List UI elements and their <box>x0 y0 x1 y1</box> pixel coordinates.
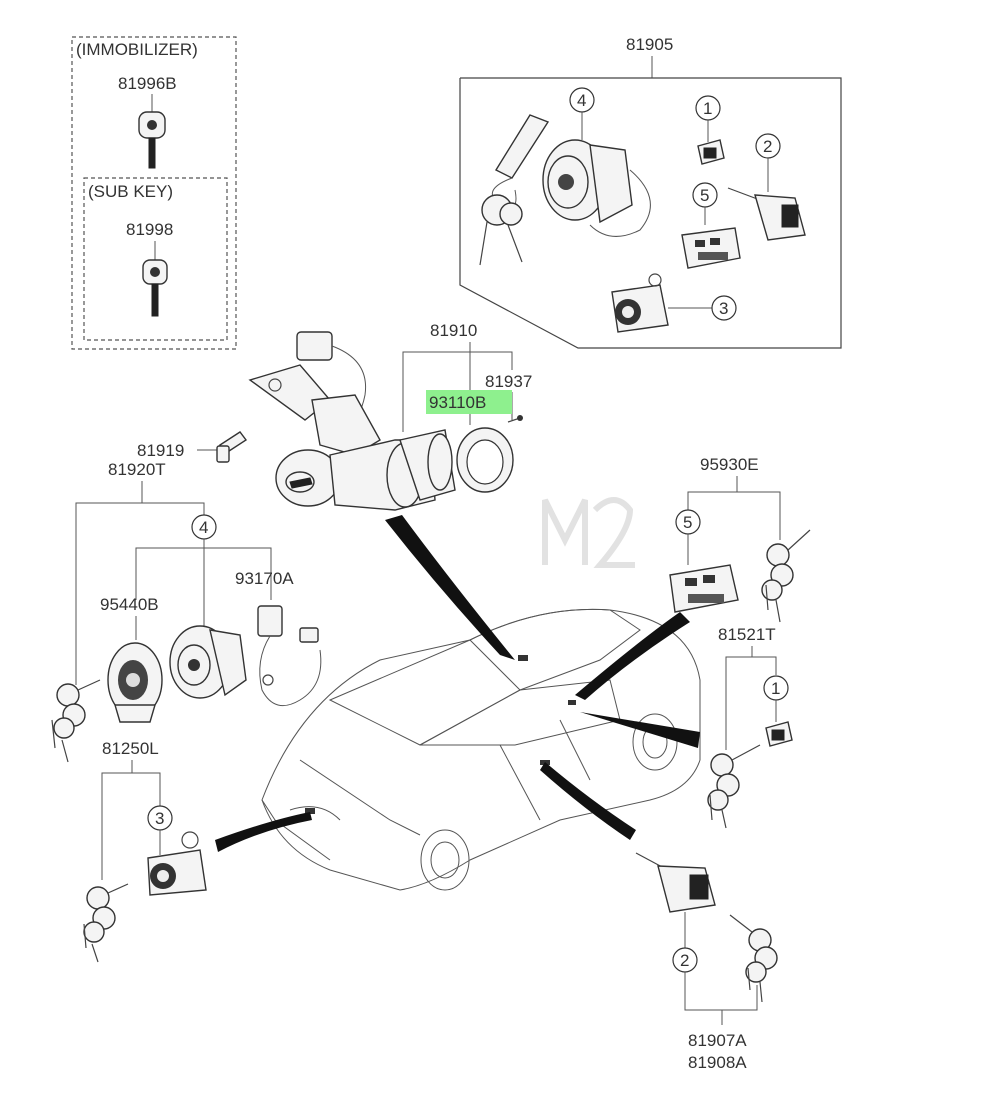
sedan-car-illustration <box>261 608 701 891</box>
immobilizer-antenna-ring-icon <box>107 642 163 723</box>
bolt-icon <box>216 431 248 463</box>
ignition-lock-cylinder-icon <box>479 114 651 266</box>
part-label-81998[interactable]: 81998 <box>126 220 173 239</box>
ignition-assembly-81910: 81910 81937 93110B <box>248 321 532 511</box>
part-label-95440B[interactable]: 95440B <box>100 595 159 614</box>
callout-3-kit: 3 <box>719 299 728 318</box>
immobilizer-key-icon <box>138 111 166 169</box>
small-cylinder-icon <box>697 139 725 165</box>
part-label-81937[interactable]: 81937 <box>485 372 532 391</box>
callout-5-kit: 5 <box>700 186 709 205</box>
callout-1-kit: 1 <box>703 99 712 118</box>
lock-kit-81905: 81905 4 1 2 <box>459 35 842 349</box>
callout-2-set: 2 <box>680 951 689 970</box>
door-lock-81907A-81908A: 2 81907A 81908A <box>635 852 778 1072</box>
part-label-95930E[interactable]: 95930E <box>700 455 759 474</box>
switch-95930E: 95930E 5 <box>669 455 811 623</box>
ignition-cylinder-icon <box>169 625 247 699</box>
part-label-81920T[interactable]: 81920T <box>108 460 166 479</box>
sub-key-icon <box>142 259 168 317</box>
callout-1-set: 1 <box>771 679 780 698</box>
callout-2-kit: 2 <box>763 137 772 156</box>
key-set-81920T: 81920T 4 95440B 93170A <box>51 460 322 763</box>
trunk-lock-81250L: 81250L 3 <box>83 739 207 963</box>
watermark-logo <box>542 497 635 568</box>
trunk-cylinder-icon <box>147 831 207 896</box>
part-label-81521T[interactable]: 81521T <box>718 625 776 644</box>
immobilizer-harness-icon <box>257 605 322 707</box>
door-cylinder-icon <box>635 852 716 913</box>
keys-81250L-icon <box>83 883 129 963</box>
switch-housing-icon <box>681 227 741 269</box>
part-label-81250L[interactable]: 81250L <box>102 739 159 758</box>
part-label-81910[interactable]: 81910 <box>430 321 477 340</box>
retainer-ring-icon <box>456 427 514 493</box>
part-label-81905[interactable]: 81905 <box>626 35 673 54</box>
keys-95930E-icon <box>761 529 811 623</box>
trunk-lock-cylinder-icon <box>611 273 669 333</box>
lock-81521T: 81521T 1 <box>707 625 793 829</box>
callout-4-set: 4 <box>199 518 208 537</box>
screw-81937-icon <box>507 415 523 423</box>
callout-4-kit: 4 <box>577 91 586 110</box>
steering-lock-body-icon <box>248 331 456 511</box>
callout-5-set: 5 <box>683 513 692 532</box>
door-lock-cylinder-icon <box>727 187 806 241</box>
keys-81521T-icon <box>707 744 761 829</box>
keys-81920T-icon <box>51 679 101 763</box>
immobilizer-box: (IMMOBILIZER) 81996B (SUB KEY) 81998 <box>71 36 237 350</box>
highlight-93110B <box>426 390 512 414</box>
keys-81907A-icon <box>729 914 778 1003</box>
part-label-93110B[interactable]: 93110B <box>429 393 486 412</box>
switch-icon <box>669 564 739 613</box>
leader-arrows <box>215 515 700 852</box>
part-label-81919[interactable]: 81919 <box>137 441 184 460</box>
part-label-81907A[interactable]: 81907A <box>688 1031 747 1050</box>
bolt-81919-group: 81919 <box>137 431 248 463</box>
part-label-81996B[interactable]: 81996B <box>118 74 177 93</box>
part-label-81908A[interactable]: 81908A <box>688 1053 747 1072</box>
callout-3-set: 3 <box>155 809 164 828</box>
part-label-93170A[interactable]: 93170A <box>235 569 294 588</box>
small-cylinder-81521T-icon <box>765 721 793 747</box>
sub-key-label: (SUB KEY) <box>88 182 173 201</box>
immobilizer-label: (IMMOBILIZER) <box>76 40 198 59</box>
